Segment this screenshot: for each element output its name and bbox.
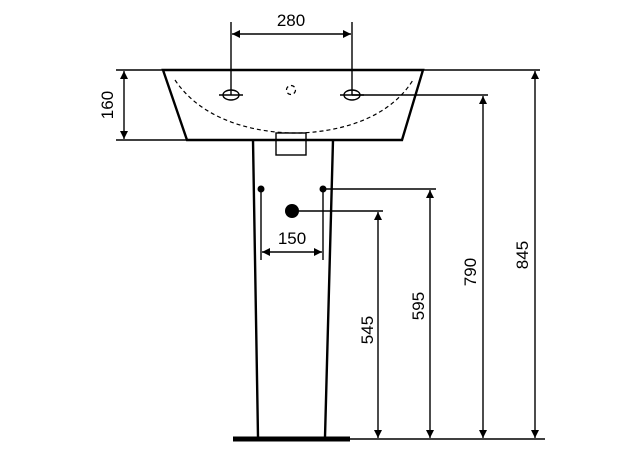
waste-outlet: [275, 132, 307, 156]
dim-label-545: 545: [358, 316, 377, 344]
dim-waste-height: 545: [358, 212, 382, 438]
overflow-hole: [285, 84, 297, 96]
basin-bowl-inner: [174, 79, 414, 134]
dim-fixing-height: 595: [409, 190, 434, 438]
dim-label-595: 595: [409, 292, 428, 320]
pedestal-outline: [251, 139, 335, 438]
dim-basin-height: 160: [98, 69, 187, 141]
dim-label-280: 280: [277, 11, 305, 30]
basin-outline: [161, 68, 425, 142]
dim-rim-height: 845: [513, 71, 539, 438]
dim-label-790: 790: [461, 258, 480, 286]
dim-label-160: 160: [98, 91, 117, 119]
basin: [161, 68, 425, 156]
dim-label-845: 845: [513, 241, 532, 269]
dim-tap-height: 790: [461, 96, 487, 438]
pedestal: [233, 139, 350, 442]
dim-tap-hole-spacing: 280: [230, 11, 353, 95]
dim-label-150: 150: [278, 229, 306, 248]
dim-pedestal-fixing-spacing: 150: [260, 189, 324, 260]
